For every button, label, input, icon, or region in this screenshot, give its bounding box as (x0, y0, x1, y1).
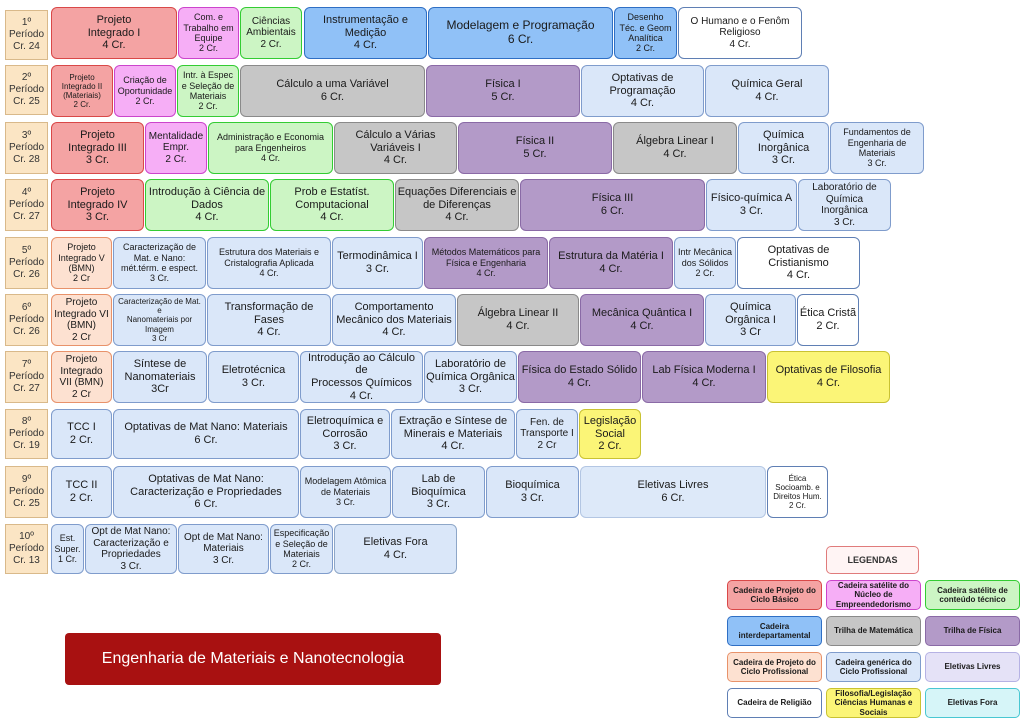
legend-item-eletivas-livres: Eletivas Livres (925, 652, 1020, 682)
legend-title: LEGENDAS (826, 546, 919, 574)
course-equacoes-diferenciais[interactable]: Equações Diferenciais e de Diferenças 4 … (395, 179, 519, 231)
course-projeto-integrado-vi[interactable]: Projeto Integrado VI (BMN) 2 Cr (51, 294, 112, 346)
course-instrumentacao-medicao[interactable]: Instrumentação e Medição 4 Cr. (304, 7, 427, 59)
legend-item-trilha-matematica: Trilha de Matemática (826, 616, 921, 646)
course-projeto-integrado-ii[interactable]: Projeto Integrado II (Materiais) 2 Cr. (51, 65, 113, 117)
legend-item-filosofia-legislacao: Filosofia/Legislação Ciências Humanas e … (826, 688, 921, 718)
course-modelagem-programacao[interactable]: Modelagem e Programação 6 Cr. (428, 7, 613, 59)
course-tcc-ii[interactable]: TCC II 2 Cr. (51, 466, 112, 518)
course-algebra-linear-i[interactable]: Álgebra Linear I 4 Cr. (613, 122, 737, 174)
course-fisico-quimica-a[interactable]: Físico-química A 3 Cr. (706, 179, 797, 231)
course-transformacao-fases[interactable]: Transformação de Fases 4 Cr. (207, 294, 331, 346)
course-fisica-estado-solido[interactable]: Física do Estado Sólido 4 Cr. (518, 351, 641, 403)
course-projeto-integrado-iv[interactable]: Projeto Integrado IV 3 Cr. (51, 179, 144, 231)
course-eletroquimica-corrosao[interactable]: Eletroquímica e Corrosão 3 Cr. (300, 409, 390, 459)
course-sintese-nanomateriais[interactable]: Síntese de Nanomateriais 3Cr (113, 351, 207, 403)
period-label: 5º Período Cr. 26 (5, 237, 48, 289)
course-eletivas-fora[interactable]: Eletivas Fora 4 Cr. (334, 524, 457, 574)
course-lab-quimica-inorganica[interactable]: Laboratório de Química Inorgânica 3 Cr. (798, 179, 891, 231)
course-legislacao-social[interactable]: Legislação Social 2 Cr. (579, 409, 641, 459)
course-caracterizacao-imagem[interactable]: Caracterização de Mat. e Nanomateriais p… (113, 294, 206, 346)
course-optativas-mat-nano-caracterizacao[interactable]: Optativas de Mat Nano: Caracterização e … (113, 466, 299, 518)
course-prob-estatistica[interactable]: Prob e Estatíst. Computacional 4 Cr. (270, 179, 394, 231)
course-eletrotecnica[interactable]: Eletrotécnica 3 Cr. (208, 351, 299, 403)
course-lab-quimica-organica[interactable]: Laboratório de Química Orgânica 3 Cr. (424, 351, 517, 403)
legend-item-generica-ciclo-profissional: Cadeira genérica do Ciclo Profissional (826, 652, 921, 682)
period-label: 10º Período Cr. 13 (5, 524, 48, 574)
course-fen-transporte-i[interactable]: Fen. de Transporte I 2 Cr (516, 409, 578, 459)
course-estagio-supervisionado[interactable]: Est. Super. 1 Cr. (51, 524, 84, 574)
legend-item-satelite-empreendedorismo: Cadeira satélite do Núcleo de Empreended… (826, 580, 921, 610)
course-quimica-organica-i[interactable]: Química Orgânica I 3 Cr (705, 294, 796, 346)
course-etica-socioambiental[interactable]: Ética Socioamb. e Direitos Hum. 2 Cr. (767, 466, 828, 518)
course-bioquimica[interactable]: Bioquímica 3 Cr. (486, 466, 579, 518)
course-com-trabalho-equipe[interactable]: Com. e Trabalho em Equipe 2 Cr. (178, 7, 239, 59)
course-administracao-economia[interactable]: Administração e Economia para Engenheiro… (208, 122, 333, 174)
period-label: 1º Período Cr. 24 (5, 10, 48, 60)
course-etica-crista[interactable]: Ética Cristã 2 Cr. (797, 294, 859, 346)
course-fisica-iii[interactable]: Física III 6 Cr. (520, 179, 705, 231)
course-fundamentos-eng-materiais[interactable]: Fundamentos de Engenharia de Materiais 3… (830, 122, 924, 174)
course-calculo-uma-variavel[interactable]: Cálculo a uma Variável 6 Cr. (240, 65, 425, 117)
course-ciencias-ambientais[interactable]: Ciências Ambientais 2 Cr. (240, 7, 302, 59)
course-especificacao-selecao[interactable]: Especificação e Seleção de Materiais 2 C… (270, 524, 333, 574)
course-optativas-programacao[interactable]: Optativas de Programação 4 Cr. (581, 65, 704, 117)
legend-item-interdepartamental: Cadeira interdepartamental (727, 616, 822, 646)
course-title-banner: Engenharia de Materiais e Nanotecnologia (65, 633, 441, 685)
course-criacao-oportunidade[interactable]: Criação de Oportunidade 2 Cr. (114, 65, 176, 117)
course-termodinamica-i[interactable]: Termodinâmica I 3 Cr. (332, 237, 423, 289)
course-modelagem-atomica[interactable]: Modelagem Atômica de Materiais 3 Cr. (300, 466, 391, 518)
course-calculo-processos-quimicos[interactable]: Introdução ao Cálculo de Processos Quími… (300, 351, 423, 403)
course-comportamento-mecanico[interactable]: Comportamento Mecânico dos Materiais 4 C… (332, 294, 456, 346)
period-label: 8º Período Cr. 19 (5, 409, 48, 459)
course-quimica-geral[interactable]: Química Geral 4 Cr. (705, 65, 829, 117)
course-algebra-linear-ii[interactable]: Álgebra Linear II 4 Cr. (457, 294, 579, 346)
course-calculo-varias-variaveis[interactable]: Cálculo a Várias Variáveis I 4 Cr. (334, 122, 457, 174)
legend-item-trilha-fisica: Trilha de Física (925, 616, 1020, 646)
course-metodos-matematicos[interactable]: Métodos Matemáticos para Física e Engenh… (424, 237, 548, 289)
course-intr-mecanica-solidos[interactable]: Intr Mecânica dos Sólidos 2 Cr. (674, 237, 736, 289)
course-optativas-filosofia[interactable]: Optativas de Filosofia 4 Cr. (767, 351, 890, 403)
course-intro-ciencia-dados[interactable]: Introdução à Ciência de Dados 4 Cr. (145, 179, 269, 231)
course-opt-mat-nano-materiais[interactable]: Opt de Mat Nano: Materiais 3 Cr. (178, 524, 269, 574)
period-label: 4º Período Cr. 27 (5, 179, 48, 231)
course-lab-bioquimica[interactable]: Lab de Bioquímica 3 Cr. (392, 466, 485, 518)
course-opt-mat-nano-caracterizacao[interactable]: Opt de Mat Nano: Caracterização e Propri… (85, 524, 177, 574)
legend-item-religiao: Cadeira de Religião (727, 688, 822, 718)
course-tcc-i[interactable]: TCC I 2 Cr. (51, 409, 112, 459)
course-extracao-sintese-minerais[interactable]: Extração e Síntese de Minerais e Materia… (391, 409, 515, 459)
period-label: 7º Período Cr. 27 (5, 351, 48, 403)
legend-item-projeto-ciclo-basico: Cadeira de Projeto do Ciclo Básico (727, 580, 822, 610)
legend-item-eletivas-fora: Eletivas Fora (925, 688, 1020, 718)
course-projeto-integrado-i[interactable]: Projeto Integrado I 4 Cr. (51, 7, 177, 59)
course-intr-espec-selecao[interactable]: Intr. à Espec e Seleção de Materiais 2 C… (177, 65, 239, 117)
course-projeto-integrado-iii[interactable]: Projeto Integrado III 3 Cr. (51, 122, 144, 174)
course-eletivas-livres[interactable]: Eletivas Livres 6 Cr. (580, 466, 766, 518)
course-estrutura-materiais[interactable]: Estrutura dos Materiais e Cristalografia… (207, 237, 331, 289)
course-desenho-tecnico[interactable]: Desenho Téc. e Geom Analítica 2 Cr. (614, 7, 677, 59)
course-fisica-ii[interactable]: Física II 5 Cr. (458, 122, 612, 174)
course-mentalidade-empr[interactable]: Mentalidade Empr. 2 Cr. (145, 122, 207, 174)
course-projeto-integrado-v[interactable]: Projeto Integrado V (BMN) 2 Cr (51, 237, 112, 289)
course-quimica-inorganica[interactable]: Química Inorgânica 3 Cr. (738, 122, 829, 174)
period-label: 3º Período Cr. 28 (5, 122, 48, 174)
course-optativas-cristianismo[interactable]: Optativas de Cristianismo 4 Cr. (737, 237, 860, 289)
course-projeto-integrado-vii[interactable]: Projeto Integrado VII (BMN) 2 Cr (51, 351, 112, 403)
course-estrutura-materia-i[interactable]: Estrutura da Matéria I 4 Cr. (549, 237, 673, 289)
course-humano-fenomeno-religioso[interactable]: O Humano e o Fenôm Religioso 4 Cr. (678, 7, 802, 59)
course-optativas-mat-nano-materiais[interactable]: Optativas de Mat Nano: Materiais 6 Cr. (113, 409, 299, 459)
course-caracterizacao-termica[interactable]: Caracterização de Mat. e Nano: mét.térm.… (113, 237, 206, 289)
legend-item-satelite-tecnico: Cadeira satélite de conteúdo técnico (925, 580, 1020, 610)
period-label: 6º Período Cr. 26 (5, 294, 48, 346)
course-mecanica-quantica-i[interactable]: Mecânica Quântica I 4 Cr. (580, 294, 704, 346)
course-fisica-i[interactable]: Física I 5 Cr. (426, 65, 580, 117)
period-label: 9º Período Cr. 25 (5, 466, 48, 518)
course-lab-fisica-moderna-i[interactable]: Lab Física Moderna I 4 Cr. (642, 351, 766, 403)
legend-item-projeto-ciclo-profissional: Cadeira de Projeto do Ciclo Profissional (727, 652, 822, 682)
period-label: 2º Período Cr. 25 (5, 65, 48, 115)
